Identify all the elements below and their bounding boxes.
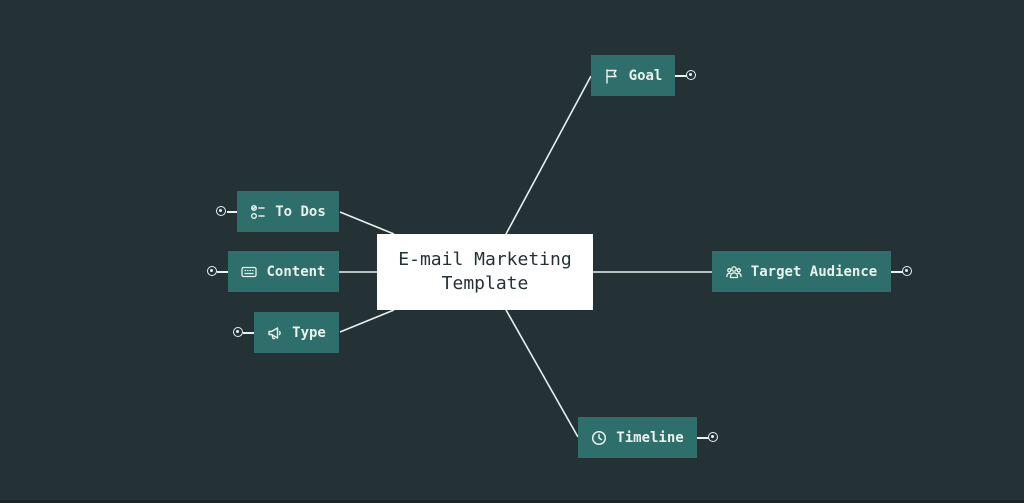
edge-todos — [339, 211, 395, 235]
todos-expand-handle[interactable] — [216, 206, 226, 216]
node-timeline[interactable]: Timeline — [578, 417, 697, 458]
flag-icon — [604, 68, 620, 84]
megaphone-icon — [267, 325, 283, 341]
bottom-edge-bar — [0, 500, 1024, 503]
central-topic-line-2: Template — [441, 273, 529, 294]
node-goal-label: Goal — [628, 67, 663, 84]
node-type[interactable]: Type — [254, 312, 339, 353]
keyboard-icon — [241, 264, 258, 280]
node-target-audience[interactable]: Target Audience — [712, 251, 891, 292]
node-goal[interactable]: Goal — [591, 55, 675, 96]
goal-expand-handle[interactable] — [686, 70, 696, 80]
edge-timeline — [505, 309, 579, 438]
target-handle-stub — [891, 271, 903, 273]
node-todos[interactable]: To Dos — [237, 191, 339, 232]
edge-type — [339, 309, 395, 333]
type-handle-stub — [243, 332, 254, 334]
node-type-label: Type — [292, 324, 326, 341]
edge-goal — [505, 75, 592, 235]
type-expand-handle[interactable] — [233, 327, 243, 337]
todos-handle-stub — [227, 211, 237, 213]
clock-icon — [591, 430, 607, 446]
target-expand-handle[interactable] — [902, 266, 912, 276]
checklist-icon — [250, 204, 266, 220]
timeline-expand-handle[interactable] — [708, 432, 718, 442]
users-icon — [726, 264, 742, 280]
central-topic-node[interactable]: E-mail Marketing Template — [377, 234, 593, 310]
central-topic-line-1: E-mail Marketing — [398, 249, 572, 270]
content-handle-stub — [217, 271, 228, 273]
node-todos-label: To Dos — [275, 203, 326, 220]
timeline-handle-stub — [697, 437, 709, 439]
node-target-audience-label: Target Audience — [750, 263, 878, 280]
content-expand-handle[interactable] — [207, 266, 217, 276]
node-timeline-label: Timeline — [616, 429, 684, 446]
node-content[interactable]: Content — [228, 251, 339, 292]
node-content-label: Content — [266, 263, 326, 280]
goal-handle-stub — [675, 75, 687, 77]
